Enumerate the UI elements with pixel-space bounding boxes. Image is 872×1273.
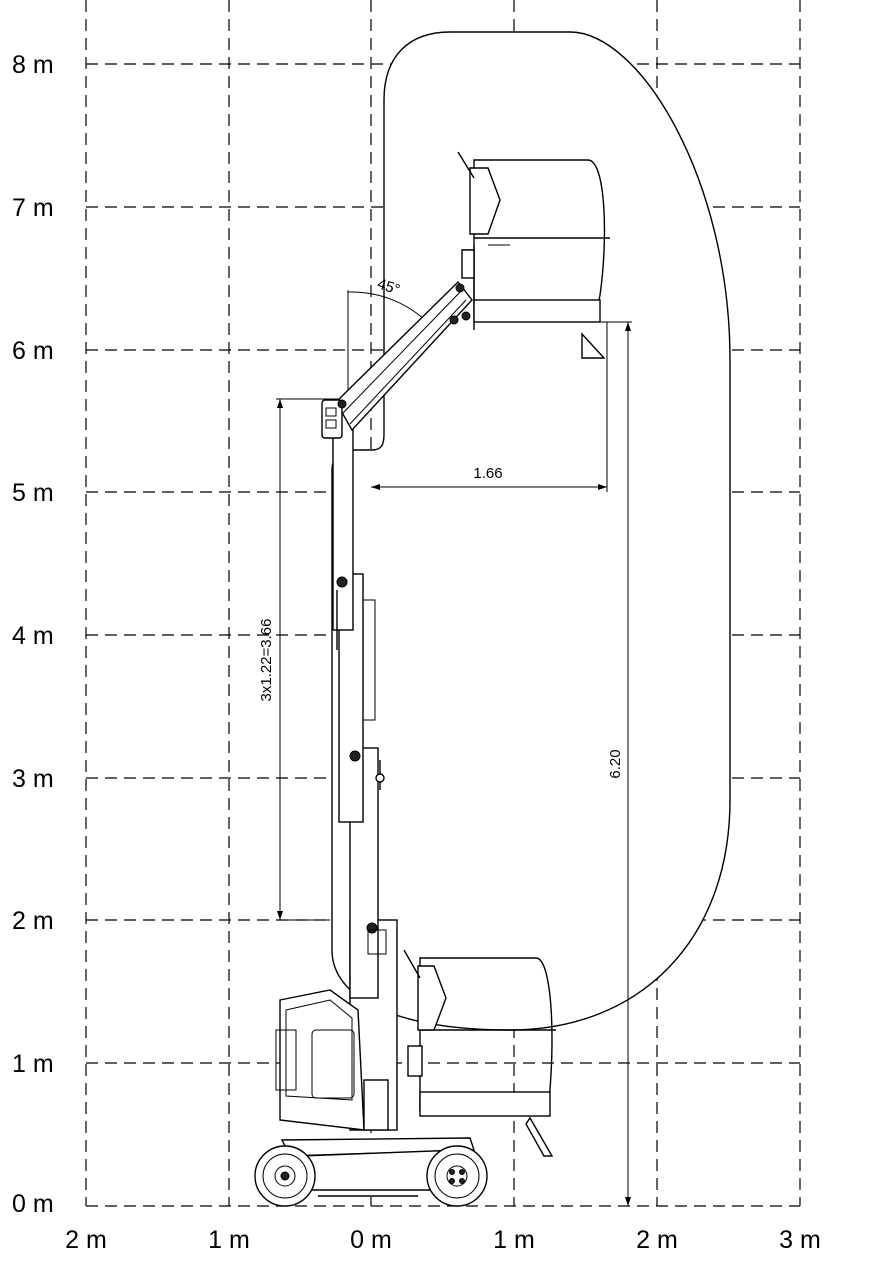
jib-arm [321, 280, 473, 439]
y-axis-labels: 8 m 7 m 6 m 5 m 4 m 3 m 2 m 1 m 0 m [12, 51, 54, 1218]
angle-label: 45° [375, 275, 402, 298]
lower-platform [403, 949, 556, 1157]
y-tick-label: 0 m [12, 1190, 54, 1218]
outreach-label: 1.66 [473, 465, 502, 482]
angle-dimension: 45° [347, 275, 426, 400]
x-tick-label: 1 m [208, 1226, 250, 1254]
y-tick-label: 4 m [12, 622, 54, 650]
upper-platform [457, 151, 610, 359]
mast-label: 3x1.22=3.66 [258, 619, 275, 702]
working-envelope [331, 31, 731, 1031]
x-tick-label: 2 m [65, 1226, 107, 1254]
x-tick-label: 2 m [636, 1226, 678, 1254]
outreach-dimension: 1.66 [371, 322, 608, 492]
x-axis-labels: 2 m 1 m 0 m 1 m 2 m 3 m [65, 1226, 821, 1254]
chassis [275, 989, 475, 1197]
mast-dimension: 3x1.22=3.66 [258, 398, 340, 921]
x-tick-label: 0 m [350, 1226, 392, 1254]
x-tick-label: 1 m [493, 1226, 535, 1254]
y-tick-label: 3 m [12, 765, 54, 793]
wheels [254, 1145, 488, 1207]
y-tick-label: 2 m [12, 907, 54, 935]
y-tick-label: 6 m [12, 337, 54, 365]
y-tick-label: 1 m [12, 1050, 54, 1078]
y-tick-label: 8 m [12, 51, 54, 79]
height-label: 6.20 [607, 749, 624, 778]
y-tick-label: 5 m [12, 479, 54, 507]
y-tick-label: 7 m [12, 194, 54, 222]
x-tick-label: 3 m [779, 1226, 821, 1254]
